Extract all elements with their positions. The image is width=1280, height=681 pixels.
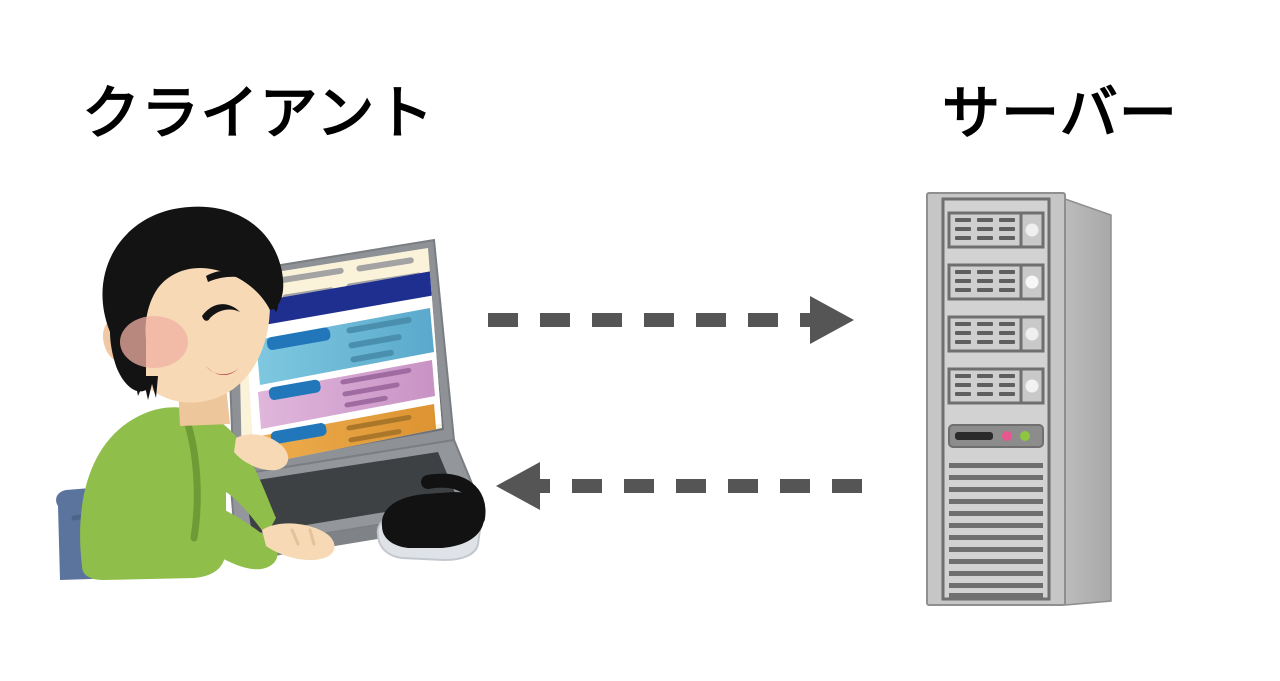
person-hair-sideburn xyxy=(134,376,158,400)
server-drive-bay xyxy=(947,211,1045,249)
person-eye xyxy=(202,304,240,321)
server-optical-drive-slot xyxy=(955,432,993,440)
screen-row-2 xyxy=(258,360,435,429)
person-eyebrow xyxy=(206,270,244,282)
screen-row-3 xyxy=(260,404,437,468)
client-label: クライアント xyxy=(82,79,435,147)
request-arrow-head xyxy=(810,296,854,344)
server-drive-bay xyxy=(947,367,1045,405)
person-sleeve-crease xyxy=(182,414,201,542)
response-arrow xyxy=(496,462,862,510)
server-bay-indicator-light xyxy=(1025,379,1039,393)
screen-navy-bar xyxy=(244,270,441,328)
request-arrow xyxy=(488,296,854,344)
person-hair xyxy=(102,206,284,392)
server-bay-indicator-light xyxy=(1025,327,1039,341)
computer-mouse xyxy=(376,473,486,562)
server-led-green xyxy=(1020,431,1030,441)
person xyxy=(56,206,335,580)
laptop-keyboard xyxy=(244,452,458,534)
server-illustration xyxy=(926,192,1112,606)
person-hand-far xyxy=(234,434,289,471)
person-hair-fringe xyxy=(226,258,279,312)
response-arrow-head xyxy=(496,462,540,510)
server-led-pink xyxy=(1002,431,1012,441)
laptop xyxy=(224,238,484,562)
screen-row-1 xyxy=(256,308,434,385)
person-mouth xyxy=(206,366,240,375)
mouse-body xyxy=(381,492,485,548)
server-label: サーバー xyxy=(942,79,1179,147)
server-side-panel xyxy=(1064,197,1112,606)
server-vent-grille xyxy=(949,463,1043,598)
person-shirt xyxy=(80,407,276,580)
person-cheek xyxy=(120,316,188,368)
server-bay-indicator-light xyxy=(1025,275,1039,289)
server-bay-indicator-light xyxy=(1025,223,1039,237)
server-drive-bay xyxy=(947,315,1045,353)
client-illustration xyxy=(56,206,486,580)
server-control-panel xyxy=(948,424,1044,448)
person-arm xyxy=(176,499,278,570)
server-drive-bay xyxy=(947,263,1045,301)
person-fingers xyxy=(290,528,316,546)
